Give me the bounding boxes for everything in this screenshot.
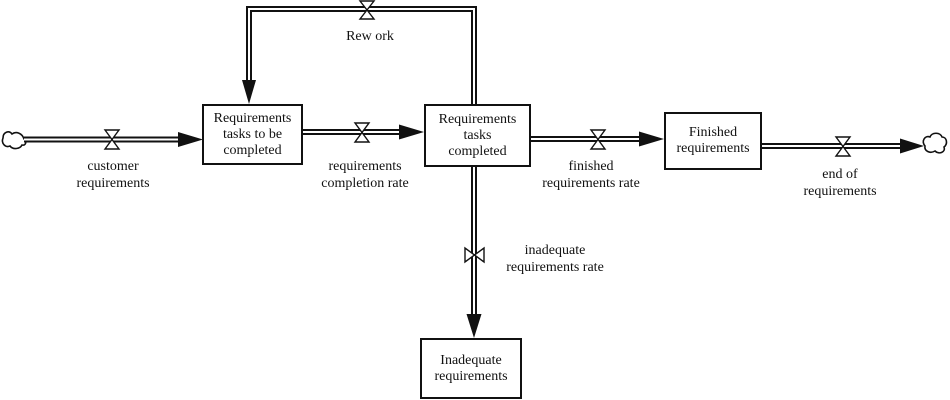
- flow-pipe-rework: [242, 6, 477, 104]
- flow-label-line: customer: [87, 159, 139, 174]
- stock-label-line: requirements: [434, 368, 508, 384]
- flow-label-line: requirements: [76, 176, 150, 191]
- flow-label-line: requirements rate: [506, 260, 604, 275]
- stock-label-line: Requirements: [438, 111, 517, 127]
- stock-label-line: completed: [223, 142, 282, 158]
- flow-label-line: completion rate: [321, 176, 409, 191]
- flow-label-line: requirements rate: [542, 176, 640, 191]
- stock-label-line: Requirements: [213, 110, 292, 126]
- valve-icon-rework: [358, 0, 376, 20]
- stock-requirements-tasks-completed: Requirements tasks completed: [424, 104, 531, 167]
- flow-label-line: Rew ork: [346, 29, 394, 44]
- flow-label-line: finished: [568, 159, 614, 174]
- flow-label-rework: Rew ork: [330, 28, 410, 45]
- stock-label-line: tasks: [463, 127, 492, 143]
- stock-inadequate-requirements: Inadequate requirements: [420, 338, 522, 399]
- flow-label-line: end of: [822, 167, 858, 182]
- flow-label-line: requirements: [803, 184, 877, 199]
- valve-icon-completion-rate: [353, 122, 371, 143]
- flow-label-completion-rate: requirements completion rate: [305, 158, 425, 192]
- stock-label-line: requirements: [676, 141, 750, 156]
- flow-pipe-end-of-requirements: [762, 138, 924, 154]
- flow-label-customer-requirements: customer requirements: [58, 158, 168, 192]
- flow-pipe-inadequate-rate: [466, 167, 482, 338]
- flow-label-line: inadequate: [524, 243, 586, 258]
- flow-label-end-of-requirements: end of requirements: [790, 166, 890, 200]
- flow-label-finished-rate: finished requirements rate: [528, 158, 654, 192]
- valve-icon-finished-rate: [589, 129, 607, 150]
- valve-icon-end-of-requirements: [834, 136, 852, 157]
- stock-label-line: tasks to be: [222, 126, 283, 142]
- flow-pipe-customer-requirements: [24, 132, 203, 147]
- stock-label-line: Finished: [688, 125, 738, 140]
- flow-label-inadequate-rate: inadequate requirements rate: [490, 242, 620, 276]
- stock-finished-requirements: Finished requirements: [664, 112, 762, 170]
- flow-label-line: requirements: [328, 159, 402, 174]
- source-cloud-icon: [1, 131, 27, 150]
- valve-icon-inadequate-rate: [464, 246, 485, 264]
- flow-pipe-completion-rate: [303, 124, 424, 140]
- sink-cloud-icon: [922, 132, 948, 154]
- stock-label-line: completed: [448, 143, 507, 159]
- stock-requirements-tasks-to-be-completed: Requirements tasks to be completed: [202, 104, 303, 165]
- stock-label-line: Inadequate: [440, 352, 502, 368]
- flow-pipe-finished-rate: [531, 131, 664, 147]
- valve-icon-customer-requirements: [103, 129, 121, 150]
